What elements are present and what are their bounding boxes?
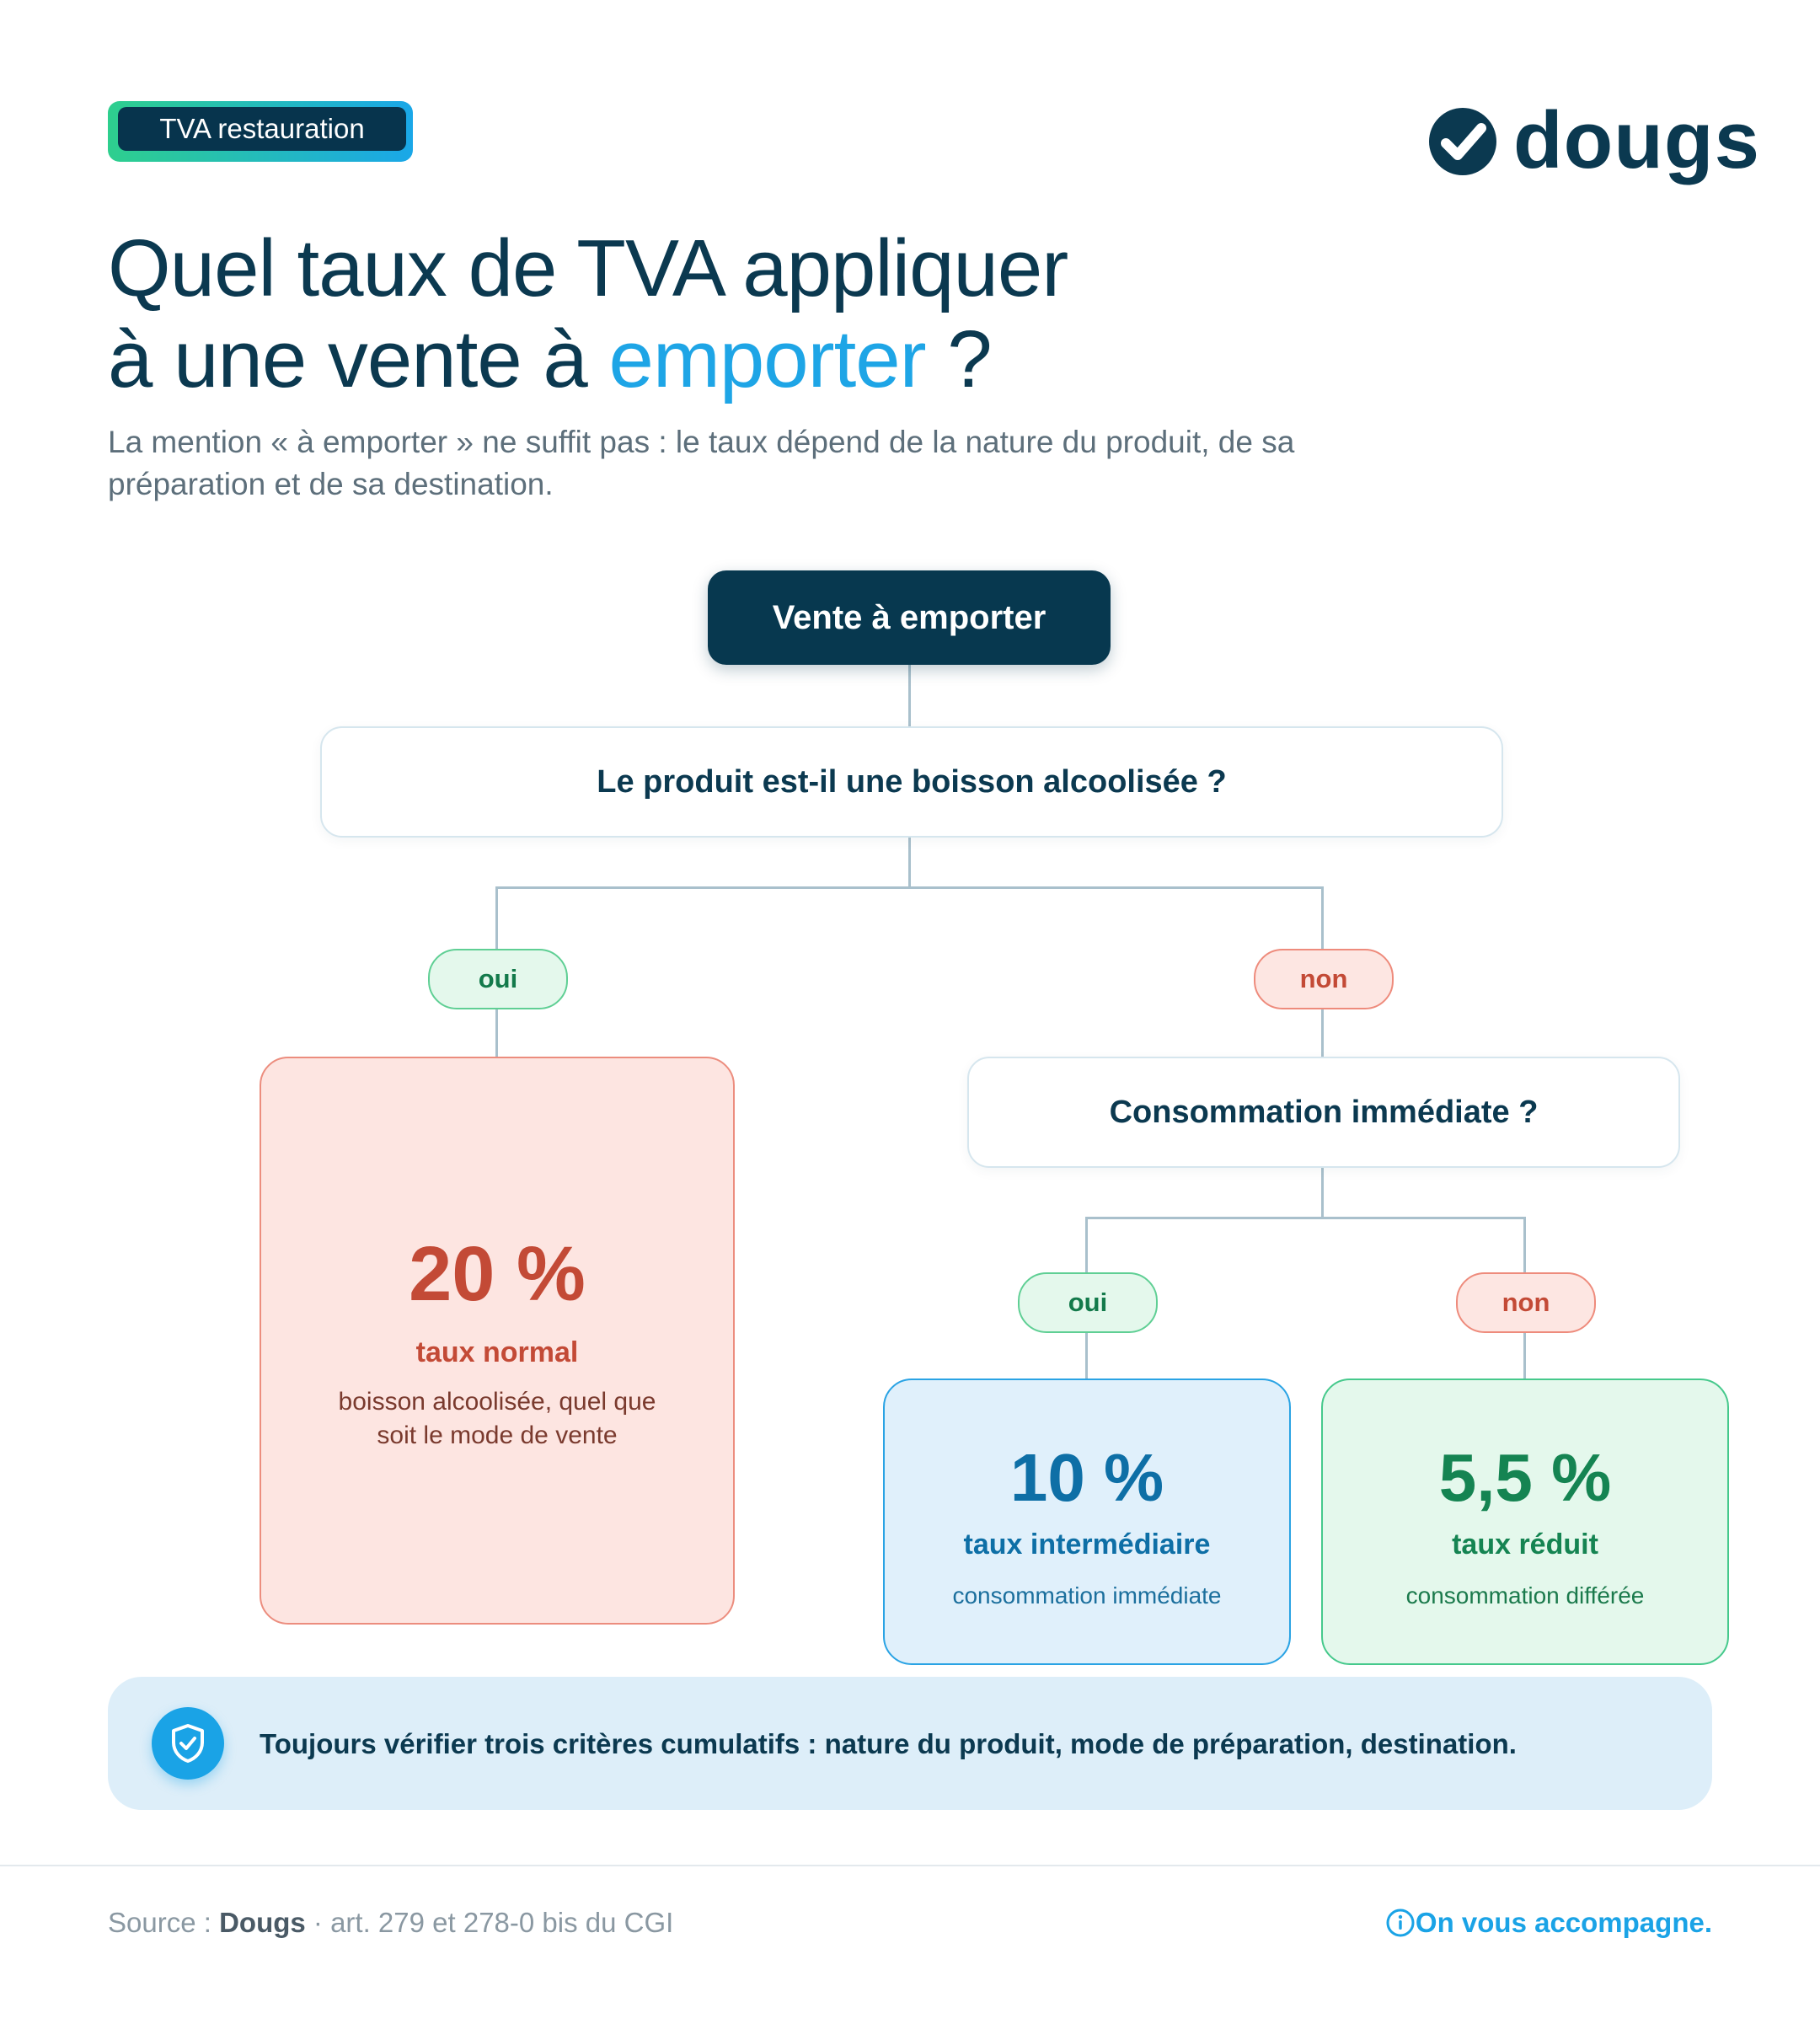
connector-yes1-result xyxy=(495,1006,498,1057)
connector-q2-horizontal xyxy=(1085,1217,1526,1219)
title-accent: emporter xyxy=(608,314,926,404)
rate-name: taux réduit xyxy=(1452,1528,1598,1561)
check-logo-icon xyxy=(1429,108,1496,175)
category-badge: TVA restauration xyxy=(118,107,406,151)
footer-divider xyxy=(0,1865,1820,1866)
source-reference: · art. 279 et 278-0 bis du CGI xyxy=(305,1907,674,1938)
yes-pill-alcohol: oui xyxy=(428,949,568,1009)
connector-root-q1 xyxy=(908,665,911,726)
title-line-1: Quel taux de TVA appliquer xyxy=(108,223,1068,313)
info-icon xyxy=(1386,1909,1415,1937)
rate-value: 20 % xyxy=(409,1231,586,1317)
cta-link[interactable]: On vous accompagne. xyxy=(1415,1907,1712,1938)
question-alcohol: Le produit est-il une boisson alcoolisée… xyxy=(320,726,1503,838)
connector-q2-left-down xyxy=(1085,1217,1088,1272)
shield-check-icon xyxy=(152,1707,224,1780)
connector-q2-down xyxy=(1321,1164,1324,1218)
connector-q1-down xyxy=(908,834,911,888)
page-subtitle: La mention « à emporter » ne suffit pas … xyxy=(108,425,1295,501)
title-line-2: à une vente à emporter ? xyxy=(108,314,1068,405)
yes-pill-consumption: oui xyxy=(1018,1272,1158,1333)
brand-logo[interactable]: dougs xyxy=(1513,95,1760,185)
question-immediate-consumption: Consommation immédiate ? xyxy=(967,1057,1680,1168)
connector-no1-q2 xyxy=(1321,1006,1324,1057)
connector-q1-right-down xyxy=(1321,886,1324,949)
result-normal-rate: 20 % taux normal boisson alcoolisée, que… xyxy=(260,1057,735,1625)
connector-q1-horizontal xyxy=(495,886,1324,889)
rate-description: boisson alcoolisée, quel que soit le mod… xyxy=(338,1388,656,1449)
rate-value: 10 % xyxy=(1009,1440,1164,1515)
source-name: Dougs xyxy=(219,1907,306,1938)
result-reduced-rate: 5,5 % taux réduit consommation différée xyxy=(1321,1379,1729,1665)
rate-description: consommation différée xyxy=(1405,1582,1645,1609)
rate-value: 5,5 % xyxy=(1438,1440,1612,1515)
rate-name: taux intermédiaire xyxy=(963,1528,1211,1561)
title-line-2-prefix: à une vente à xyxy=(108,314,609,404)
tip-text: Toujours vérifier trois critères cumulat… xyxy=(260,1728,1517,1759)
no-pill-consumption: non xyxy=(1456,1272,1596,1333)
source-prefix: Source : xyxy=(108,1907,220,1938)
page-title: Quel taux de TVA appliquer à une vente à… xyxy=(108,223,1068,405)
connector-q1-left-down xyxy=(495,886,498,949)
no-pill-alcohol: non xyxy=(1254,949,1394,1009)
connector-yes2-result xyxy=(1085,1330,1088,1379)
connector-q2-right-down xyxy=(1523,1217,1526,1272)
source-citation: Source : Dougs · art. 279 et 278-0 bis d… xyxy=(108,1906,673,1940)
rate-name: taux normal xyxy=(415,1336,579,1368)
title-line-2-suffix: ? xyxy=(925,314,992,404)
flow-root-node: Vente à emporter xyxy=(708,570,1111,665)
tip-banner xyxy=(108,1677,1712,1810)
result-intermediate-rate: 10 % taux intermédiaire consommation imm… xyxy=(883,1379,1291,1665)
rate-description: consommation immédiate xyxy=(952,1582,1222,1609)
connector-no2-result xyxy=(1523,1330,1526,1379)
